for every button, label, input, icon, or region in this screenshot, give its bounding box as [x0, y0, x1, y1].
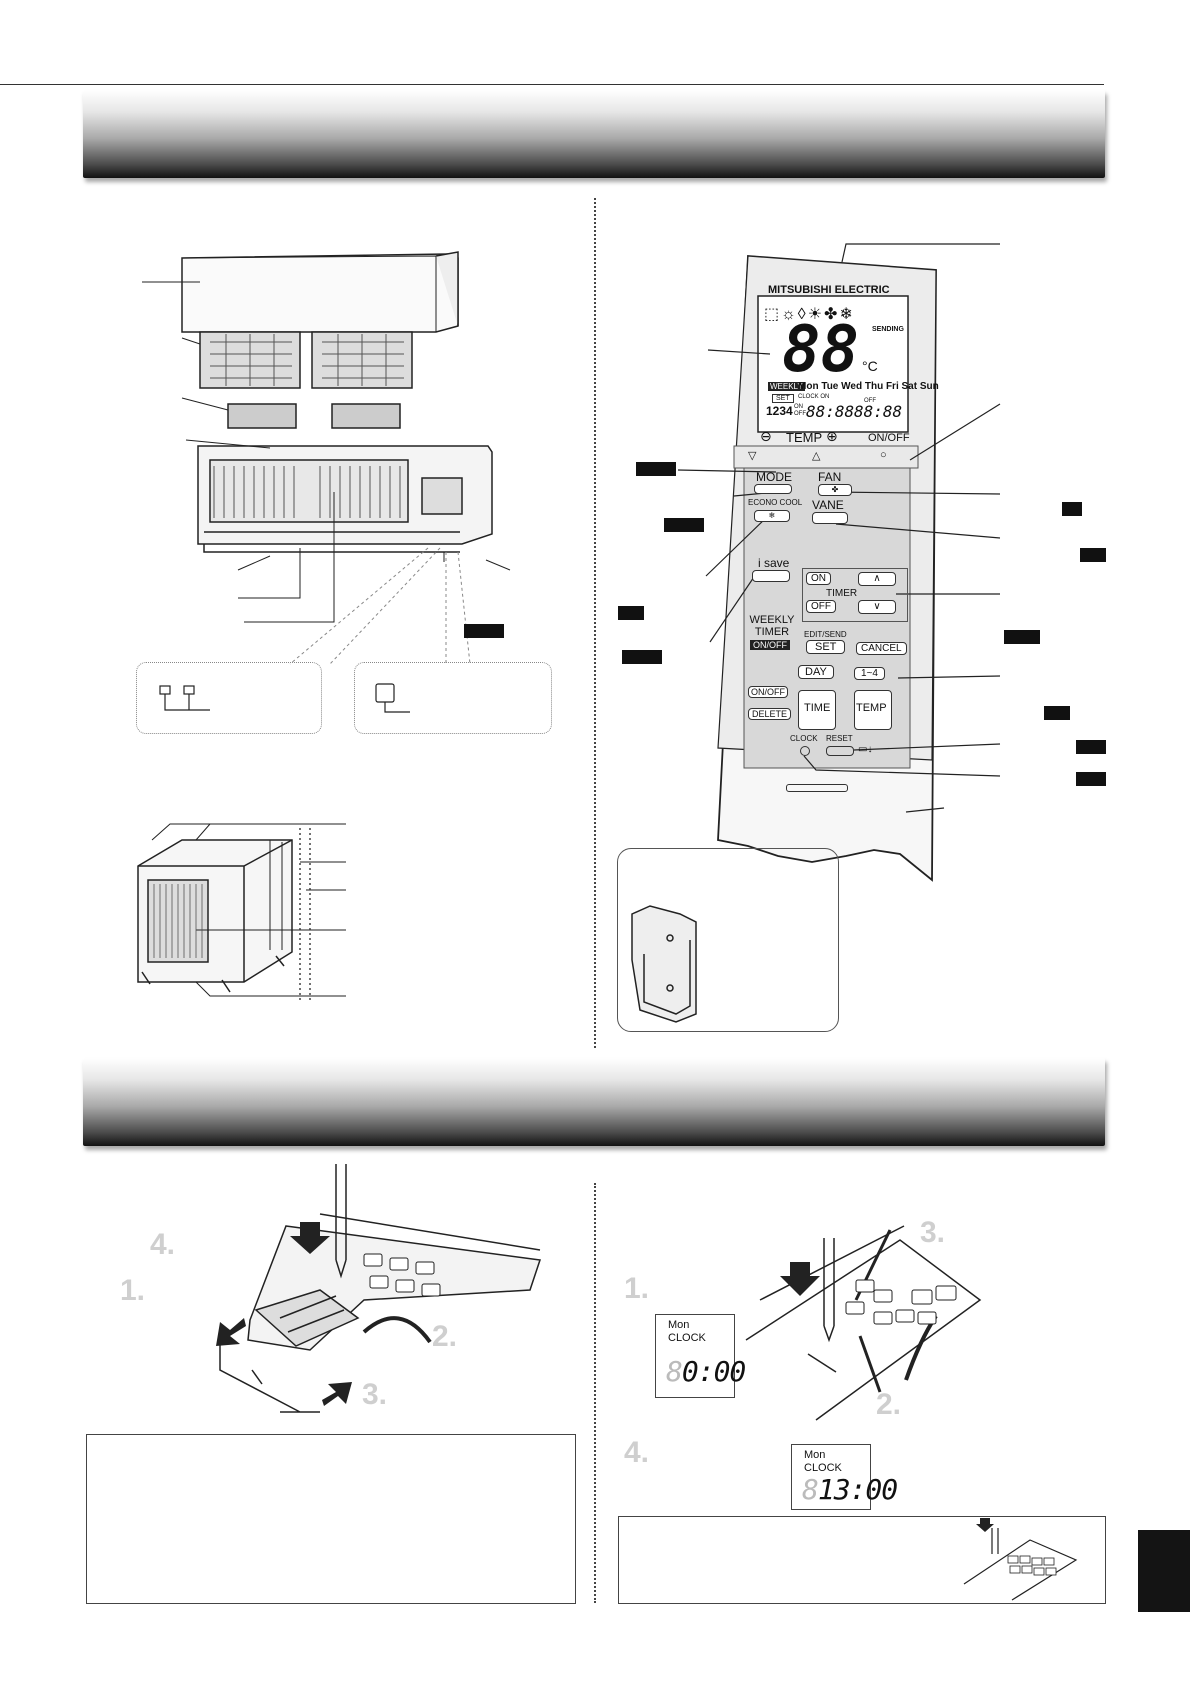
battery-illustration	[216, 1164, 541, 1413]
fan-label: FAN	[818, 470, 842, 484]
clock-illustration	[745, 1225, 982, 1421]
mode-button[interactable]	[754, 484, 792, 494]
detail-box-switch	[354, 662, 552, 734]
isave-button[interactable]	[752, 570, 790, 582]
timer-up-button[interactable]: ∧	[858, 572, 896, 586]
clock1-dim-digit: 8	[666, 1355, 683, 1388]
delete-button[interactable]: DELETE	[748, 708, 792, 720]
detail-box-contents	[159, 683, 410, 713]
lcd-days: Mon Tue Wed Thu Fri Sat Sun	[798, 381, 939, 392]
one-to-four-button[interactable]: 1~4	[854, 667, 885, 680]
temp-set-button[interactable]	[854, 690, 892, 730]
section-banner-batteries	[83, 1058, 1105, 1146]
timer-group	[802, 568, 908, 622]
battery-step-4: 4.	[150, 1228, 176, 1261]
isave-label: i save	[758, 556, 790, 570]
clock-label: CLOCK	[790, 734, 818, 743]
set-button[interactable]: SET	[806, 640, 846, 654]
clock-note-illustration	[963, 1518, 1078, 1601]
clock-step-4: 4.	[624, 1436, 650, 1469]
cancel-button[interactable]: CANCEL	[856, 642, 907, 655]
clock-step-1: 1.	[624, 1272, 650, 1305]
edit-send-label: EDIT/SEND	[804, 630, 847, 639]
lcd-sending: SENDING	[872, 326, 904, 333]
lcd-set: SET	[772, 394, 794, 403]
section-banner-parts	[83, 90, 1105, 178]
column-divider-top	[594, 198, 596, 1048]
lcd-time-b: 88:88	[854, 402, 903, 421]
clock1-label: CLOCK	[668, 1332, 706, 1344]
battery-icon: ▭↓	[858, 744, 873, 755]
clock1-day: Mon	[668, 1319, 690, 1331]
outdoor-unit-illustration	[137, 823, 346, 1000]
lcd-off: OFF	[864, 398, 876, 404]
lcd-time-a: 88:88	[806, 402, 855, 421]
clock2-dim-digit: 8	[802, 1473, 819, 1506]
battery-step-3: 3.	[362, 1378, 388, 1411]
temp-up-button[interactable]: △	[812, 450, 821, 462]
day-button[interactable]: DAY	[798, 665, 834, 679]
temp-down-button[interactable]: ▽	[748, 450, 757, 462]
mode-label: MODE	[756, 470, 792, 484]
clock2-time: 13:00	[817, 1473, 898, 1506]
clock-step-3: 3.	[920, 1216, 946, 1249]
fan-button[interactable]: ✤	[818, 484, 852, 496]
battery-step-1: 1.	[120, 1274, 146, 1307]
vane-button[interactable]	[812, 512, 848, 524]
onoff-label: ON/OFF	[868, 432, 910, 444]
clock-display-2: Mon CLOCK 813:00	[791, 1444, 898, 1510]
time-label: TIME	[804, 702, 831, 714]
column-divider-bottom	[594, 1183, 596, 1603]
mode-icons: ⬚☼◊☀✤❄	[764, 306, 855, 323]
clock-onoff-button[interactable]: ON/OFF	[748, 686, 788, 698]
brand-logo: MITSUBISHI ELECTRIC	[768, 284, 890, 296]
battery-step-2: 2.	[432, 1320, 458, 1353]
time-button[interactable]	[798, 690, 836, 730]
remote-holder-box	[617, 848, 839, 1032]
battery-note-box	[86, 1434, 576, 1604]
clock-button[interactable]	[800, 746, 810, 756]
timer-down-button[interactable]: ∨	[858, 600, 896, 614]
lcd-weekly: WEEKLY	[768, 382, 805, 391]
clock1-time: 0:00	[681, 1355, 746, 1388]
detail-box-sensor	[136, 662, 322, 734]
header-rule	[0, 84, 1104, 85]
clock2-label: CLOCK	[804, 1462, 842, 1474]
vane-label: VANE	[812, 498, 844, 512]
lcd-on-off: ON OFF	[794, 404, 806, 417]
indoor-unit-illustration	[142, 251, 511, 665]
onoff-button[interactable]: ○	[880, 449, 887, 461]
timer-on-button[interactable]: ON	[806, 572, 831, 585]
reset-label: RESET	[826, 734, 853, 743]
timer-label: TIMER	[826, 588, 858, 599]
reset-button[interactable]	[826, 746, 854, 756]
weekly-timer-label: WEEKLY TIMER	[749, 614, 795, 638]
temp-set-label: TEMP	[856, 702, 887, 714]
temp-label: TEMP	[786, 430, 823, 445]
timer-off-button[interactable]: OFF	[806, 600, 836, 613]
page-tab	[1138, 1530, 1190, 1612]
lcd-unit: °C	[862, 358, 878, 374]
clock-note-box	[618, 1516, 1106, 1604]
clock-display-1: Mon CLOCK 80:00	[655, 1314, 746, 1398]
remote-holder-illustration	[631, 905, 697, 1023]
remote-slot	[786, 784, 848, 792]
clock2-day: Mon	[804, 1449, 826, 1461]
lcd-slots: 1234	[766, 404, 793, 418]
temp-minus-icon[interactable]: ⊖	[760, 428, 772, 444]
lcd-clock-on: CLOCK ON	[798, 394, 830, 400]
lcd-temp: 88	[782, 313, 860, 387]
econo-cool-label: ECONO COOL	[748, 498, 803, 507]
temp-plus-icon[interactable]: ⊕	[826, 428, 838, 444]
clock-step-2: 2.	[876, 1388, 902, 1421]
weekly-onoff-button[interactable]: ON/OFF	[750, 640, 790, 650]
econo-cool-button[interactable]: ❄	[754, 510, 790, 522]
